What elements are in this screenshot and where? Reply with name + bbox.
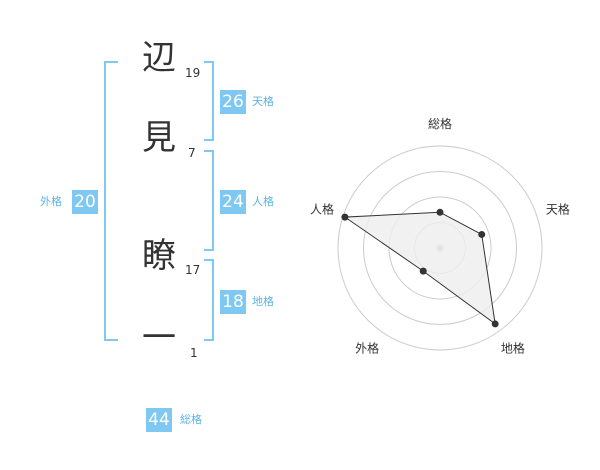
radar-point-4 <box>419 267 427 275</box>
tenkaku-value: 26 <box>220 90 246 114</box>
stroke-count-4: 1 <box>190 346 198 360</box>
radar-axis-label-3: 地格 <box>501 340 525 355</box>
radar-grid-ring <box>337 145 543 351</box>
chikaku-value: 18 <box>220 290 246 314</box>
radar-point-3 <box>491 320 499 328</box>
radar-axis-label-5: 人格 <box>310 202 334 217</box>
radar-point-2 <box>478 230 486 238</box>
radar-series-polygon <box>343 211 496 326</box>
radar-axis-label-4: 外格 <box>355 340 379 355</box>
tenkaku-label: 天格 <box>252 95 274 108</box>
name-char-1: 辺 <box>142 38 176 78</box>
chikaku-bracket <box>204 259 214 341</box>
stroke-count-2: 7 <box>188 146 196 160</box>
name-char-3: 瞭 <box>142 236 176 276</box>
jinkaku-bracket <box>204 150 214 251</box>
radar-axis-label-1: 総格 <box>428 116 452 131</box>
radar-point-1 <box>436 208 444 216</box>
soukaku-value: 44 <box>146 408 172 432</box>
stroke-count-1: 19 <box>185 66 201 80</box>
soukaku-label: 総格 <box>180 413 202 426</box>
jinkaku-label: 人格 <box>252 195 274 208</box>
tenkaku-bracket <box>204 61 214 141</box>
name-char-4: 一 <box>142 318 176 358</box>
gaikaku-value: 20 <box>72 190 98 214</box>
outer-bracket <box>104 61 118 341</box>
chikaku-label: 地格 <box>252 295 274 308</box>
jinkaku-value: 24 <box>220 190 246 214</box>
stroke-count-3: 17 <box>185 263 201 277</box>
name-char-2: 見 <box>142 118 176 158</box>
gaikaku-label: 外格 <box>40 195 62 208</box>
radar-point-5 <box>341 213 349 221</box>
radar-axis-label-2: 天格 <box>546 202 570 217</box>
radar-grid-ring <box>363 171 517 325</box>
